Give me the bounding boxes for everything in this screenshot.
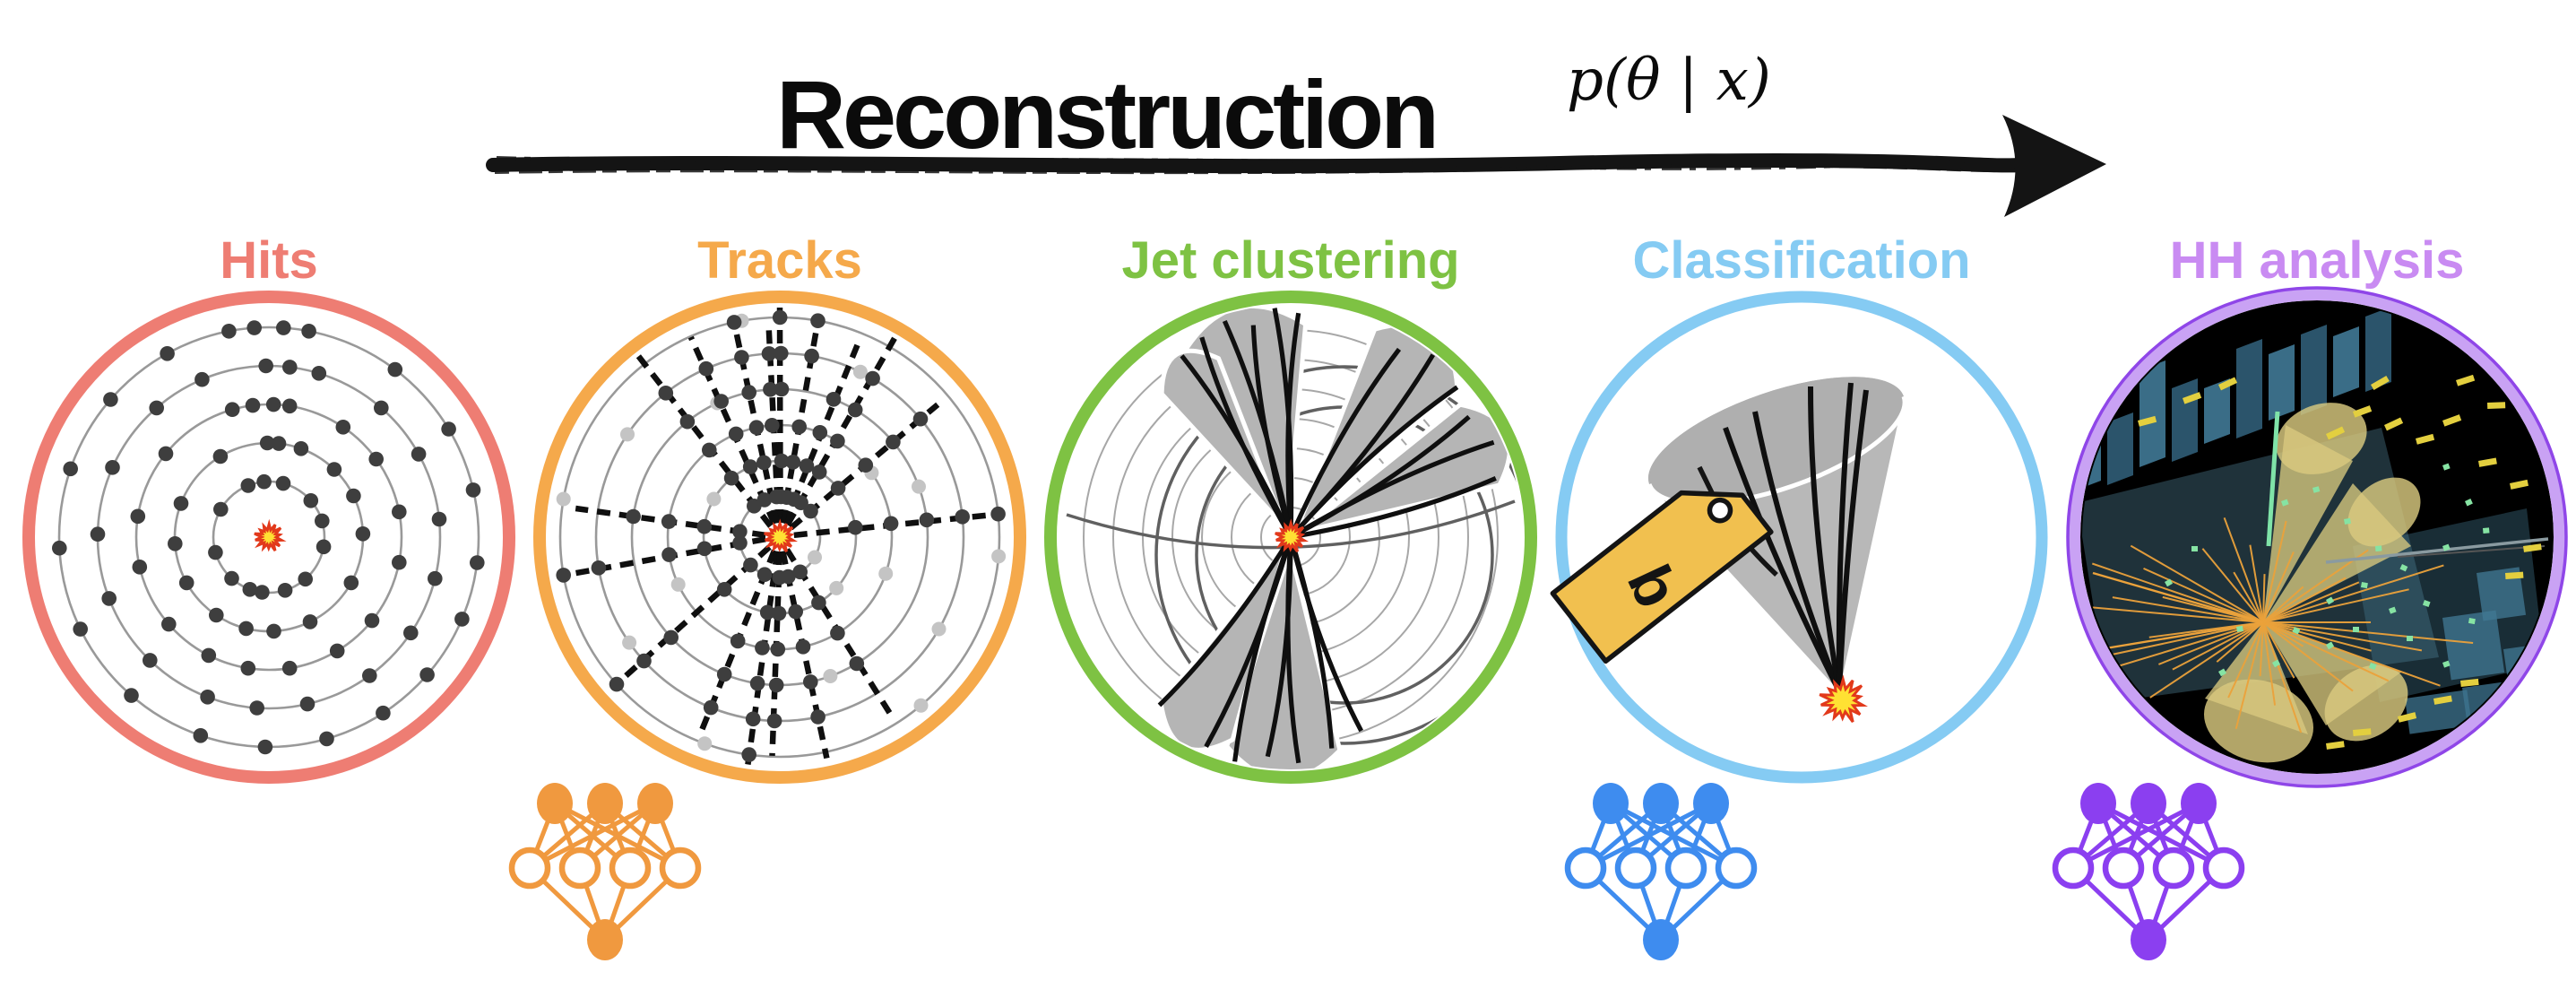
track-candidates-icon <box>533 291 1026 784</box>
stage-ring <box>1044 291 1537 784</box>
b-tag-icon: b <box>1550 490 1774 664</box>
neural-network-icon-tracks <box>508 783 702 960</box>
beam-line <box>2325 537 2549 564</box>
stage-label-hh-analysis: HH analysis <box>2169 231 2465 290</box>
posterior-formula: p(θ | x) <box>1567 48 1771 114</box>
jet-cones <box>2203 403 2421 763</box>
neural-network-icon-classification <box>1564 783 1758 960</box>
stage-label-classification: Classification <box>1632 231 1971 290</box>
hit-dots <box>52 320 485 755</box>
cone-track-lines <box>1723 382 1869 693</box>
collision-burst-icon <box>254 518 287 552</box>
page-title: Reconstruction <box>776 60 1439 169</box>
event-display-icon <box>2066 286 2568 788</box>
arrow-shaft <box>486 152 2028 175</box>
stage-ring <box>1555 291 2048 784</box>
track-hit-dots <box>556 309 1006 762</box>
neural-network-icon-hh-analysis <box>2052 783 2245 960</box>
nn-nodes <box>2052 783 2245 960</box>
nn-nodes <box>1564 783 1758 960</box>
energy-deposits <box>2138 374 2542 750</box>
arrow-head <box>2002 115 2106 217</box>
stage-ring-edge <box>2066 286 2568 788</box>
reconstruction-flow-arrow <box>486 115 2106 217</box>
collision-burst-icon <box>1819 674 1868 723</box>
collision-burst-icon <box>1275 518 1310 553</box>
jet-cones-icon <box>1044 291 1537 784</box>
stage-label-hits: Hits <box>220 231 318 290</box>
particle-tracks <box>2082 517 2474 734</box>
stage-label-jet-clustering: Jet clustering <box>1121 231 1460 290</box>
stage-ring <box>2069 289 2565 786</box>
stage-label-tracks: Tracks <box>697 231 862 290</box>
collision-burst-icon <box>764 518 799 553</box>
green-spike-track <box>2266 411 2280 547</box>
nn-nodes <box>508 783 702 960</box>
b-tagged-jet-icon: b <box>1550 291 2048 784</box>
hit-detector-rings-icon <box>22 291 515 784</box>
jet-track-lines <box>1157 308 1497 764</box>
stage-ring <box>533 291 1026 784</box>
stage-ring <box>22 291 515 784</box>
